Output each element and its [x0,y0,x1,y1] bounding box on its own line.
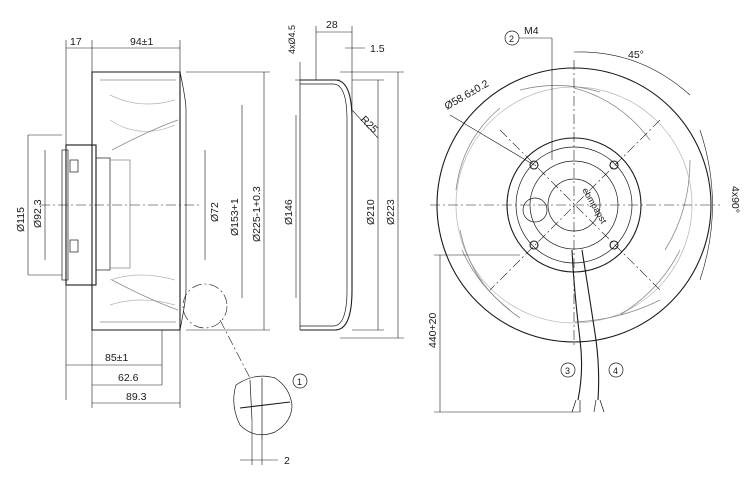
callout-3-circle [560,362,576,378]
dim-d153: Ø153+1 [229,198,241,236]
bolt-hole-4 [609,240,619,250]
callout-4-circle [608,362,624,378]
detail-view: 1 2 [233,373,308,467]
angle-arc [573,51,691,96]
detail-circle [182,283,228,329]
rotor-front-curve [179,71,187,331]
dim-4x45: 4xØ4.5 [287,25,297,54]
detail-lines [249,378,263,440]
cable-3 [571,249,583,401]
detail-leader [219,319,251,379]
dim-r25: R25 [358,114,380,136]
dim-62: 62.6 [118,372,139,384]
blade-lines [109,94,176,306]
diag-centerline-2 [489,119,661,291]
dim-2: 2 [284,455,290,467]
hole-angle-arc [699,129,713,281]
motor-flange [61,149,69,281]
callout-1: 1 [297,377,302,387]
rotor-inner-lines [100,79,176,323]
dim-94: 94±1 [130,36,153,48]
blade-arcs [455,85,691,323]
diag-centerline-1 [499,129,661,291]
dim-1-5: 1.5 [370,43,385,55]
side-view: 17 94±1 Ø115 Ø92.3 Ø72 Ø153+1 Ø225-1+0.3… [15,36,270,408]
inlet-ring-view: 28 1.5 4xØ4.5 R25 Ø146 Ø210 Ø223 [283,19,404,339]
callout-1-circle [292,373,308,389]
connector-top [69,159,79,173]
dim-d223: Ø223 [385,199,397,225]
bolt-hole-1 [529,160,539,170]
dim-4x90: 4x90° [729,186,741,213]
cable-4 [581,249,600,401]
dim-d92: Ø92.3 [32,199,44,228]
front-view: ebmpapst 2 M4 3 4 45° Ø58.6±0.2 4x90° [427,25,741,413]
dim-17: 17 [70,36,82,48]
dim-cable-length: 440+20 [427,313,439,348]
dim-d115: Ø115 [15,207,27,232]
ring-profile-outer [300,79,353,331]
bolt-hole-2 [609,160,619,170]
hub-ring [95,157,111,271]
ring-profile-inner [300,83,348,327]
dim-d210: Ø210 [365,199,377,225]
rotor-outline [91,71,181,331]
cable-wires [571,399,605,413]
dim-89: 89.3 [126,391,147,403]
callout-2: 2 [509,34,514,44]
hub-inner [110,159,131,269]
dim-d146: Ø146 [283,199,295,225]
sticker-circle [522,197,548,223]
dim-d72: Ø72 [209,202,221,222]
detail-outline [233,375,293,436]
cone-lines [111,119,179,311]
dim-d225: Ø225-1+0.3 [251,186,263,242]
callout-4: 4 [613,366,618,376]
thread-m4: M4 [524,25,539,37]
dim-bolt-circle: Ø58.6±0.2 [443,78,492,113]
angle-45: 45° [628,49,644,61]
dim-85: 85±1 [105,352,128,364]
dim-28: 28 [326,19,338,31]
detail-wall [239,401,291,409]
connector-bottom [69,239,79,253]
bolt-hole-3 [529,240,539,250]
brand-label: ebmpapst [580,186,609,226]
callout-3: 3 [565,366,570,376]
